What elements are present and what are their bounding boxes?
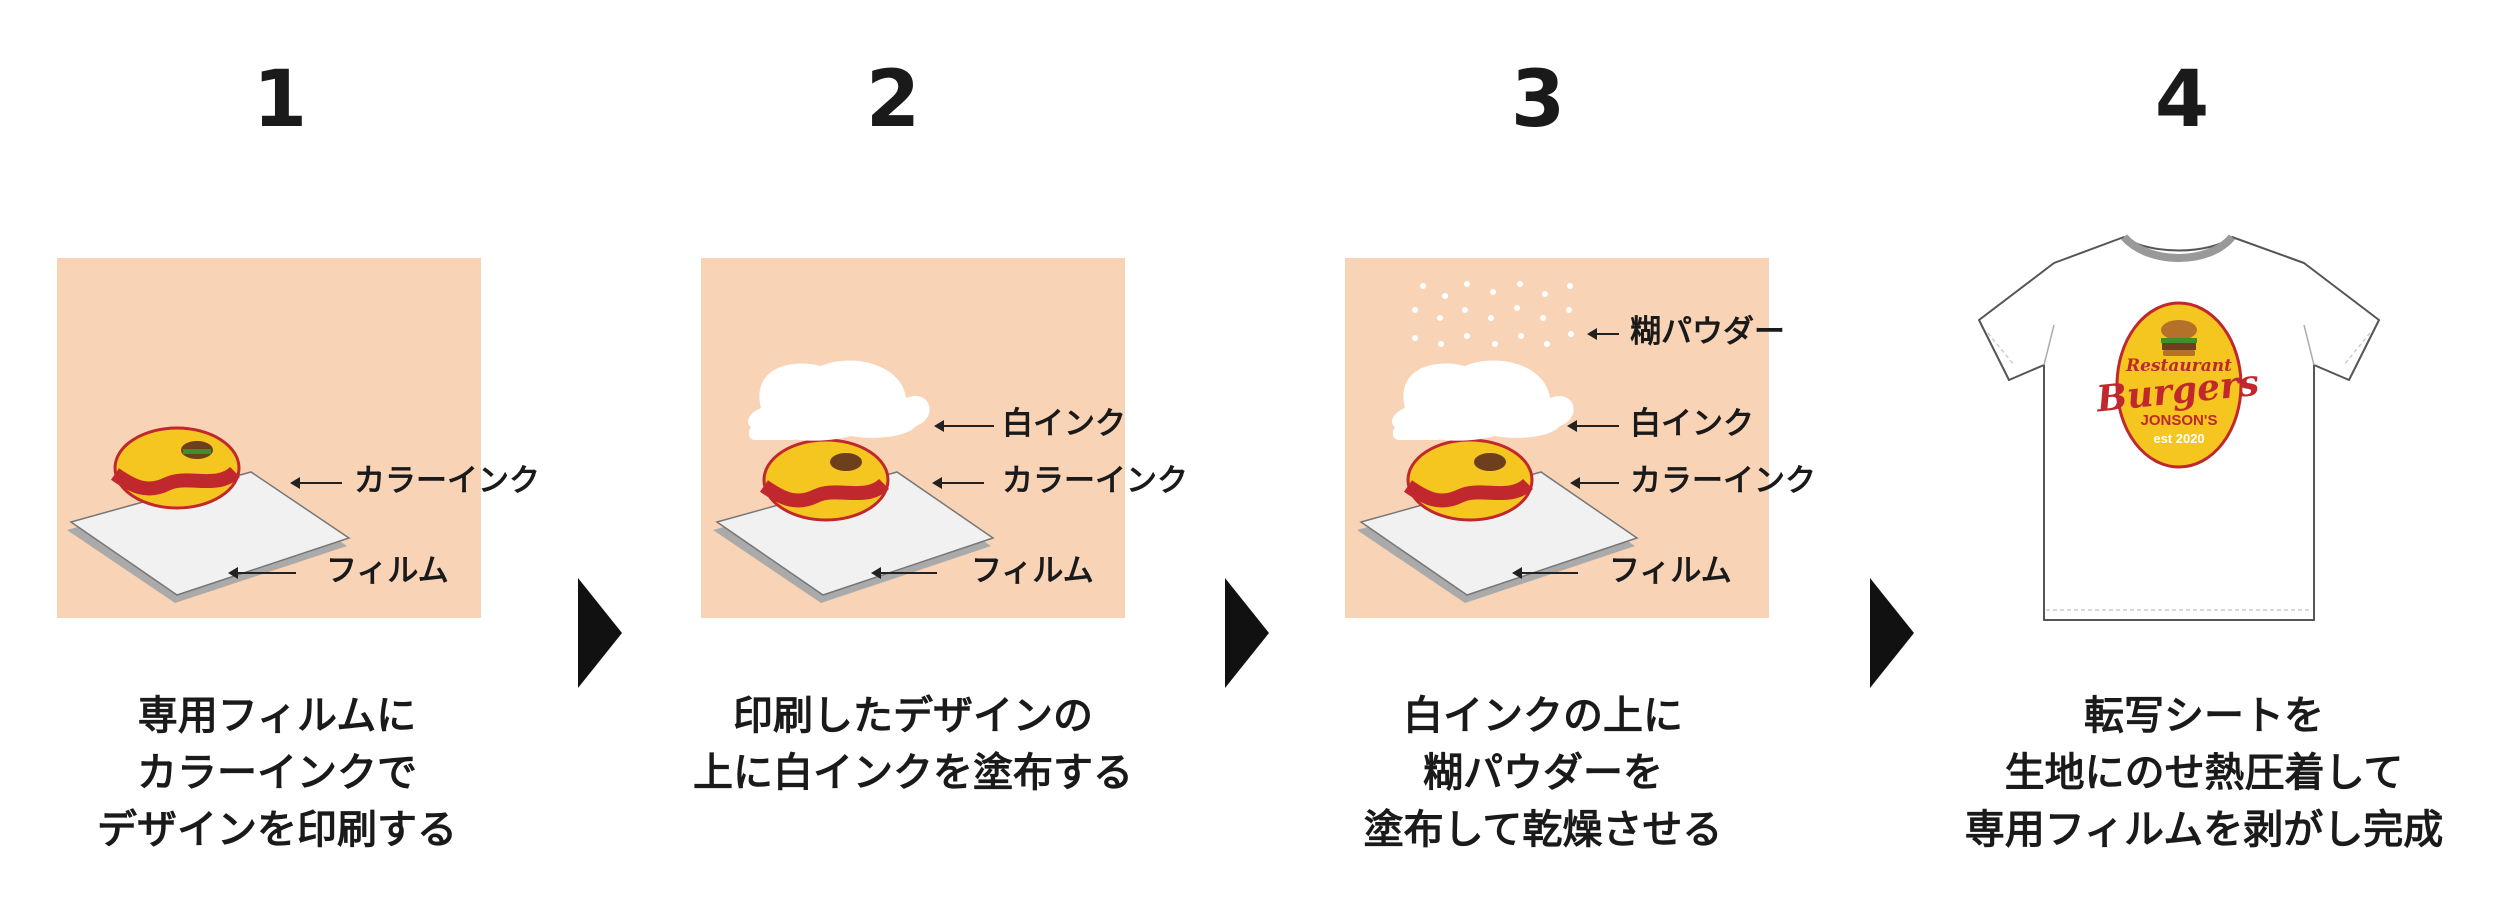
- illustration-panel: [701, 258, 1125, 618]
- color-ink-label: カラーインク: [1630, 463, 1816, 499]
- next-arrow-icon: [1870, 578, 1914, 688]
- step-caption: 転写シートを 生地にのせ熱圧着して 専用フィルムを剥がし完成: [1964, 693, 2444, 853]
- film-with-print-illustration: [67, 426, 351, 603]
- step-number: 2: [865, 55, 921, 145]
- illustration-panel: [1345, 258, 1769, 618]
- next-arrow-icon: [578, 578, 622, 688]
- step-caption: 専用フィルムに カラーインクで デザインを印刷する: [97, 693, 457, 853]
- step-caption: 印刷したデザインの 上に白インクを塗布する: [693, 693, 1133, 796]
- color-ink-label: カラーインク: [1002, 463, 1188, 499]
- white-ink-label: 白インク: [1630, 406, 1754, 442]
- logo-print: Restaurant Burgers JONSON'S est 2020: [2094, 301, 2261, 469]
- white-ink-label: 白インク: [1002, 406, 1126, 442]
- film-label: フィルム: [971, 553, 1094, 589]
- step-1: 1 カラーインク フィルム 専用フィルムに カラーインクで デザインを印刷する: [0, 0, 560, 908]
- step-3: 3 糊パウダー 白インク カラーインク: [1278, 0, 1838, 908]
- logo-line4: est 2020: [2153, 431, 2204, 446]
- logo-line1: Restaurant: [2125, 356, 2232, 376]
- step-number: 4: [2154, 55, 2210, 145]
- illustration-panel: [57, 258, 481, 618]
- step-number: 1: [252, 55, 308, 145]
- logo-line3: JONSON'S: [2141, 412, 2218, 429]
- powder-dots: [1412, 281, 1574, 347]
- white-ink-arrow: [934, 420, 994, 432]
- white-ink-arrow: [1567, 420, 1619, 432]
- white-ink-layer-illustration: [713, 360, 995, 603]
- step-caption: 白インクの上に 糊パウダーを 塗布して乾燥させる: [1363, 693, 1723, 853]
- film-arrow: [1512, 567, 1578, 579]
- step-2: 2 白インク カラーインク フィルム 印刷したデザインの 上に白インクを塗布する: [635, 0, 1195, 908]
- powder-layer-illustration: [1357, 281, 1639, 603]
- color-ink-arrow: [1570, 477, 1619, 489]
- film-label: フィルム: [1609, 553, 1732, 589]
- color-ink-arrow: [932, 477, 984, 489]
- next-arrow-icon: [1225, 578, 1269, 688]
- color-ink-label: カラーインク: [354, 463, 540, 499]
- film-arrow: [228, 567, 296, 579]
- step-number: 3: [1510, 55, 1566, 145]
- powder-label: 糊パウダー: [1630, 314, 1785, 350]
- step-4: 4 Restaurant Burgers JONSON'S est 2020 転…: [1924, 0, 2484, 908]
- powder-arrow: [1587, 328, 1619, 340]
- film-label: フィルム: [326, 553, 449, 589]
- color-ink-arrow: [290, 477, 342, 489]
- film-arrow: [871, 567, 937, 579]
- tshirt-illustration: Restaurant Burgers JONSON'S est 2020: [1978, 234, 2380, 621]
